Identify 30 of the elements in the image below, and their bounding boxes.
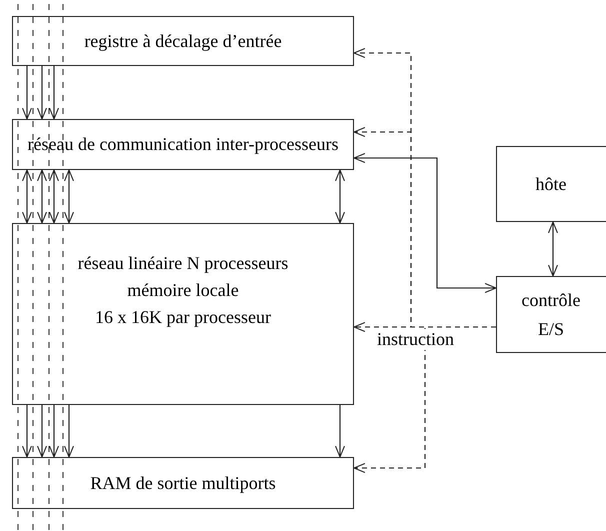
- arrow: [49, 66, 59, 120]
- arrow: [37, 170, 47, 224]
- arrow: [37, 66, 47, 120]
- block-label: 16 x 16K par processeur: [95, 308, 271, 327]
- arrow: [37, 405, 47, 458]
- block-box: [12, 119, 354, 170]
- block-box: [496, 276, 606, 353]
- arrow: [64, 170, 74, 224]
- block-label: mémoire locale: [127, 280, 239, 300]
- arrow: [49, 170, 59, 224]
- arrow: [335, 170, 345, 224]
- arrow: [22, 405, 32, 458]
- block-label: registre à décalage d’entrée: [84, 32, 282, 50]
- block-box: [12, 457, 354, 509]
- block-label: contrôle E/S: [520, 288, 582, 340]
- arrow: [548, 222, 558, 276]
- arrow: [64, 405, 74, 458]
- arrow: [354, 153, 496, 293]
- arrow: [49, 405, 59, 458]
- block-box: [12, 223, 354, 405]
- block-label: RAM de sortie multiports: [90, 474, 276, 492]
- block-label: hôte: [536, 174, 566, 194]
- block-label: réseau de communication inter-processeurs: [27, 135, 339, 154]
- edge-label: instruction: [375, 329, 456, 350]
- block-box: [496, 146, 606, 222]
- block-box: [12, 16, 354, 66]
- arrow: [335, 405, 345, 458]
- arrow: [22, 170, 32, 224]
- arrow: [22, 66, 32, 120]
- block-label: réseau linéaire N processeurs: [78, 254, 288, 273]
